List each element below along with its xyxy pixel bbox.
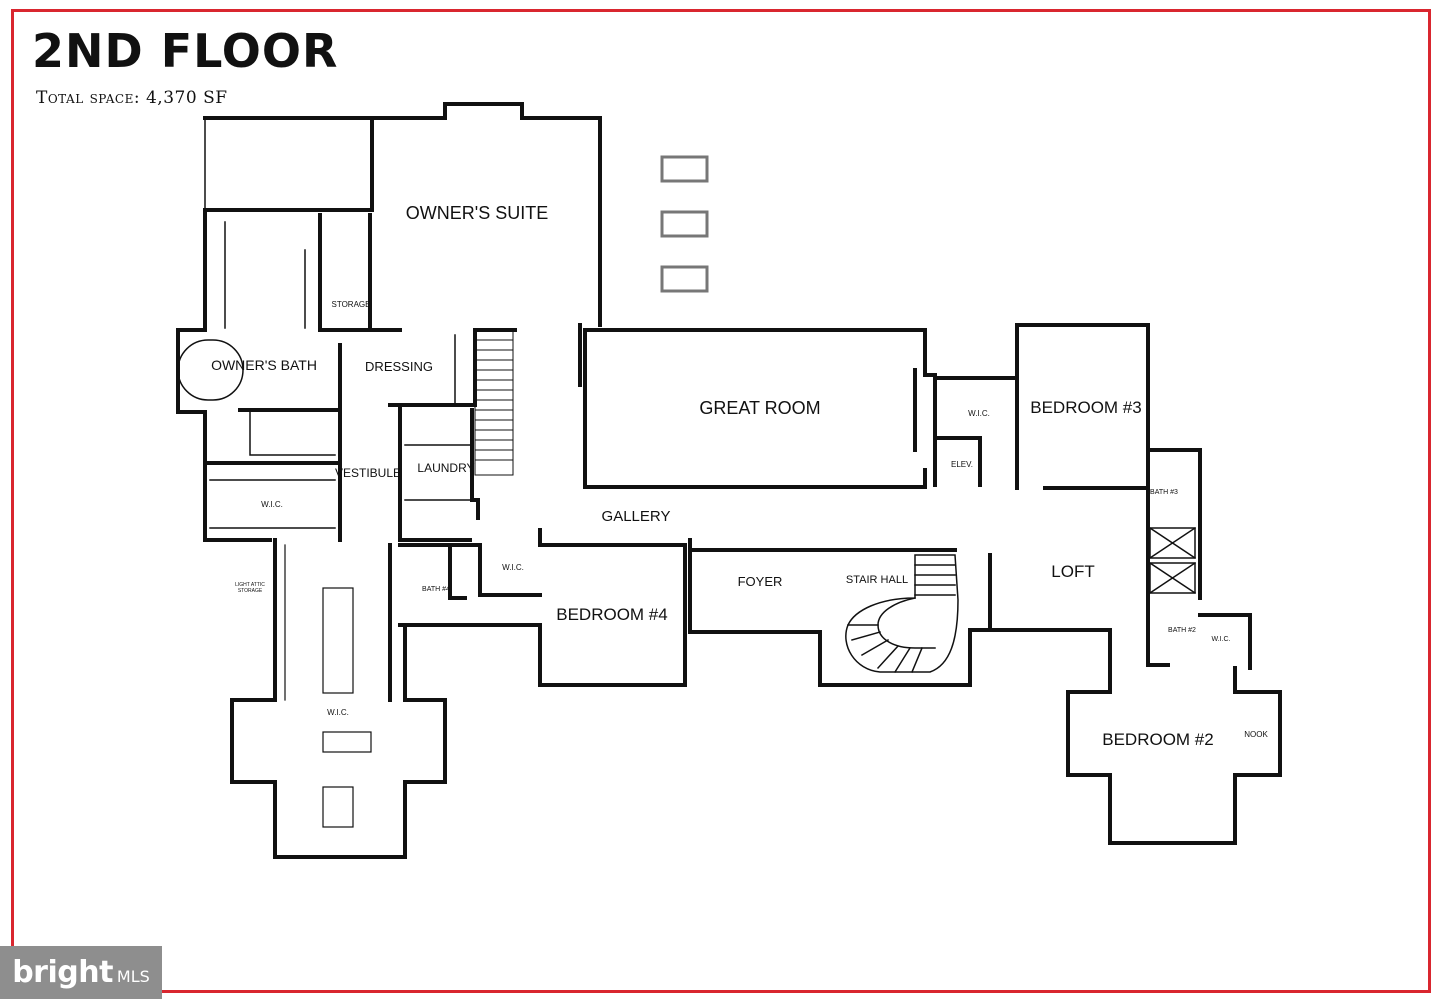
label-gallery: GALLERY [602,508,671,525]
label-wic-b2: W.I.C. [1211,636,1230,643]
label-owners-bath: OWNER'S BATH [211,357,317,373]
bedroom3-walls [933,323,1202,600]
bath3-thin [1148,526,1197,595]
curved-stair [845,554,959,674]
label-owners-suite: OWNER'S SUITE [406,203,548,223]
label-loft: LOFT [1051,562,1094,581]
attic-wic-walls [230,538,447,859]
rear-stair [474,329,514,476]
gallery-walls [398,528,992,687]
label-bath4: BATH #4 [422,586,450,593]
label-light-attic: LIGHT ATTIC [235,582,265,588]
logo-suffix: MLS [116,967,150,986]
label-bedroom4: BEDROOM #4 [556,605,667,624]
total-space-subtitle: Total space: 4,370 SF [36,88,228,108]
label-dressing: DRESSING [365,359,433,374]
label-laundry: LAUNDRY [417,461,474,475]
loft-walls [988,486,1282,845]
attic-wic-thin [284,544,372,828]
label-wic-owner: W.I.C. [261,500,283,509]
logo-brand: bright [12,955,113,990]
label-wic-attic: W.I.C. [327,708,349,717]
label-stair-hall: STAIR HALL [846,574,908,586]
label-nook: NOOK [1244,730,1268,739]
label-bedroom3: BEDROOM #3 [1030,398,1141,417]
label-elev: ELEV. [951,460,973,469]
label-storage: STORAGE [332,300,371,309]
page-frame [11,9,1431,993]
skylights [660,155,709,293]
label-bedroom2: BEDROOM #2 [1102,730,1213,749]
label-foyer: FOYER [738,574,783,589]
label-light-attic-storage: STORAGE [238,588,263,594]
bright-mls-logo: bright MLS [0,946,162,999]
page-title: 2ND FLOOR [32,24,339,78]
label-great-room: GREAT ROOM [699,398,820,418]
label-bath2: BATH #2 [1168,627,1196,634]
label-wic-b3: W.I.C. [968,409,990,418]
label-vestibule: VESTIBULE [335,466,401,480]
label-wic-b4: W.I.C. [502,563,524,572]
label-bath3: BATH #3 [1150,489,1178,496]
thin-walls [177,117,471,529]
great-room-walls [578,323,937,489]
